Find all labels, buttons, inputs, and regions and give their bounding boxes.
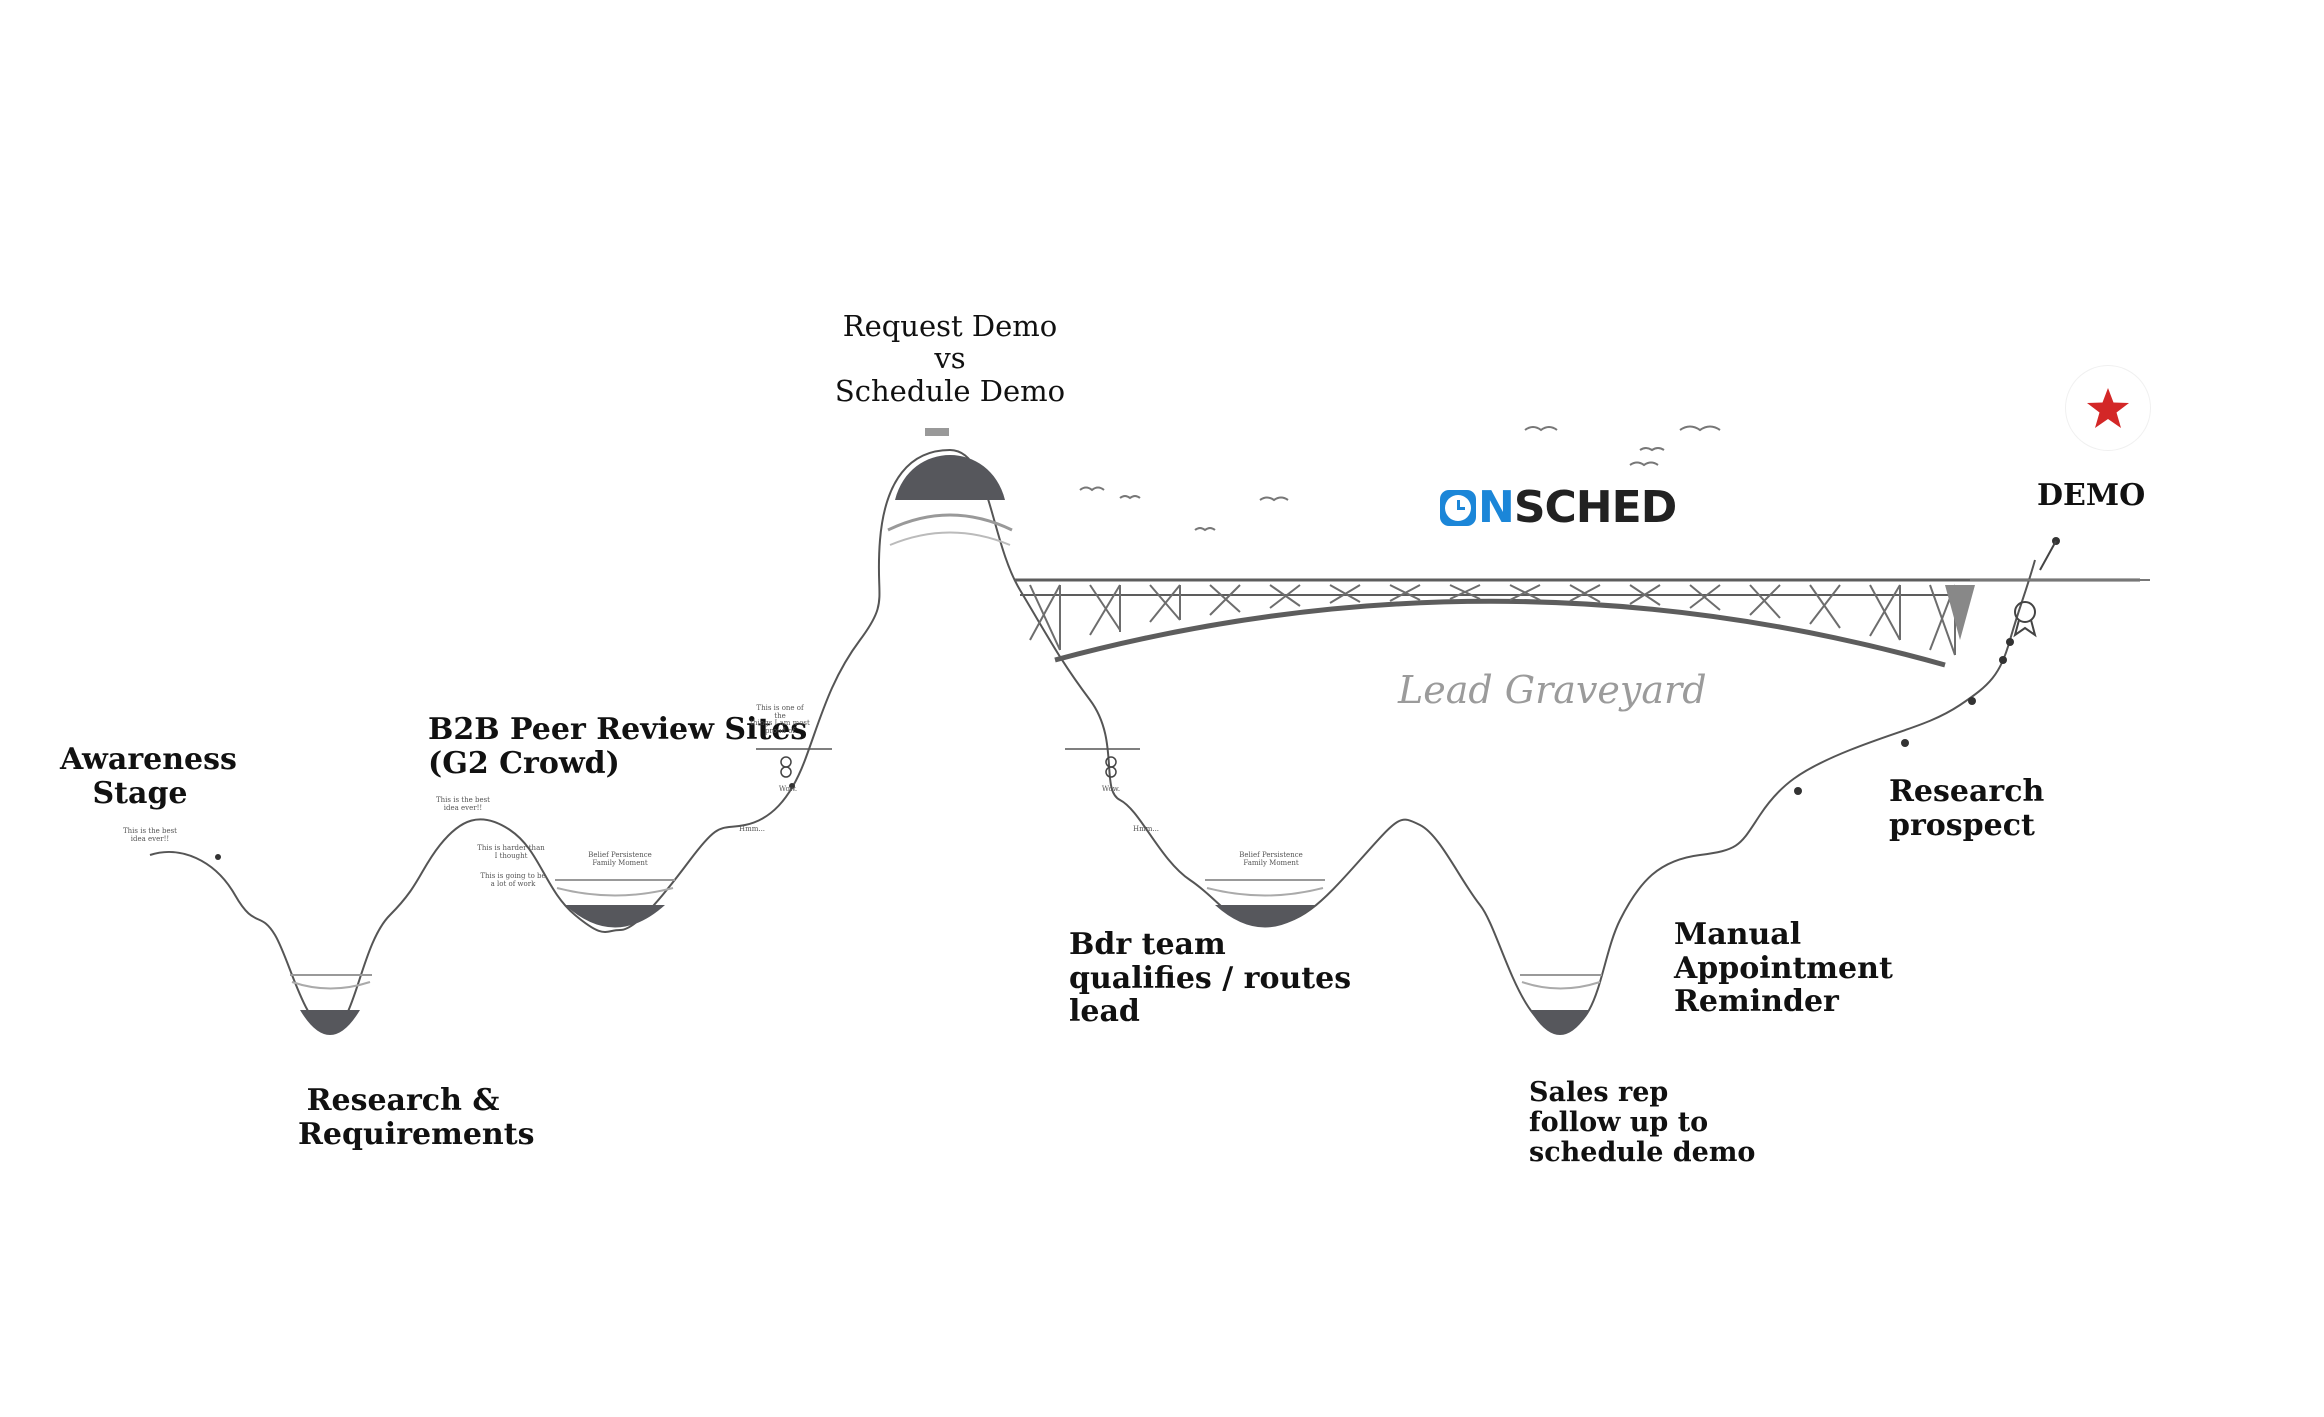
bdr-team-label: Bdr team qualifies / routes lead (1069, 927, 1352, 1030)
clock-icon (1440, 489, 1476, 526)
sales-rep-label: Sales rep follow up to schedule demo (1529, 1077, 1756, 1169)
note-wow-2: Wow. (1101, 785, 1121, 793)
note-work: This is going to be a lot of work (480, 872, 546, 888)
peer-review-label: B2B Peer Review Sites (G2 Crowd) (428, 712, 808, 781)
flag-pole (2039, 540, 2057, 571)
peak-flag (925, 428, 949, 436)
awareness-stage-label: Awareness Stage (60, 742, 237, 811)
manual-reminder-label: Manual Appointment Reminder (1674, 917, 1893, 1020)
bridge-icon (1015, 578, 2140, 668)
research-requirements-label: Research & Requirements (298, 1083, 535, 1152)
note-wow: Wow. (778, 785, 798, 793)
valley-1 (290, 974, 372, 1035)
peak-cap (887, 455, 1013, 546)
note-best-idea: This is the best idea ever!! (122, 827, 177, 843)
valley-3 (1205, 879, 1325, 928)
logo-letter-n: N (1478, 482, 1515, 533)
note-best-idea-2: This is the best idea ever!! (435, 796, 490, 812)
climber-icon-left (756, 748, 832, 778)
peak-title: Request Demo vs Schedule Demo (834, 309, 1066, 408)
onsched-logo: N SCHED (1440, 482, 1677, 533)
journey-curve (149, 448, 2036, 1032)
note-proud: This is one of the things I am most prou… (750, 704, 810, 736)
note-hmm: Hmm... (738, 825, 766, 833)
demo-label: DEMO (2037, 478, 2146, 513)
star-icon (2087, 388, 2129, 428)
lead-graveyard-label: Lead Graveyard (1398, 668, 1707, 712)
valley-2 (555, 879, 675, 928)
research-prospect-label: Research prospect (1889, 774, 2045, 843)
birds-icon (1079, 425, 1721, 532)
note-harder: This is harder than I thought (477, 844, 545, 860)
note-resistance: Belief Persistence Family Moment (588, 851, 652, 867)
goal-badge (2066, 366, 2150, 450)
note-resistance-2: Belief Persistence Family Moment (1239, 851, 1303, 867)
medal-icon (2013, 601, 2037, 638)
note-hmm-2: Hmm... (1132, 825, 1160, 833)
climber-icon-right (1065, 748, 1140, 778)
logo-text: SCHED (1513, 482, 1677, 533)
valley-4 (1520, 974, 1602, 1035)
